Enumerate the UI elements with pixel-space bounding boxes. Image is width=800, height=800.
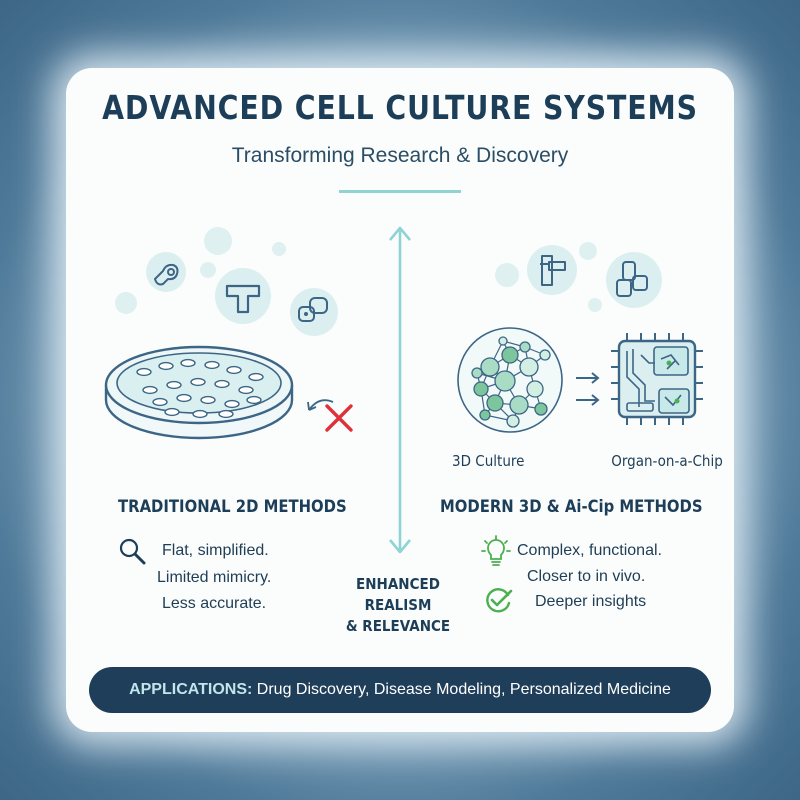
applications-label: APPLICATIONS: — [129, 681, 253, 698]
left-point: Flat, simplified. — [162, 542, 269, 559]
lightbulb-icon — [481, 535, 511, 566]
right-point: Complex, functional. — [517, 542, 662, 559]
cell-dot — [192, 409, 208, 419]
spheroid-cell — [494, 370, 516, 392]
magnifier-icon — [119, 538, 146, 565]
t-shape-icon — [225, 284, 261, 314]
cell-dot — [152, 397, 168, 407]
stacked-blocks-icon — [616, 261, 648, 297]
cell-cluster-icon — [457, 327, 563, 433]
chip-caption: Organ-on-a-Chip — [611, 452, 723, 470]
spheroid-cell — [519, 357, 539, 377]
spheroid-cell — [473, 381, 489, 397]
flow-arrows-icon — [576, 372, 600, 406]
spheroid-cell — [539, 349, 551, 361]
decor-bubble — [204, 227, 232, 255]
cell-dot — [164, 407, 180, 417]
cell-dot — [214, 379, 230, 389]
decor-bubble — [588, 298, 602, 312]
spheroid-cell — [509, 395, 529, 415]
right-point: Closer to in vivo. — [527, 568, 646, 585]
petri-dish-icon — [104, 345, 294, 440]
spheroid-cell — [534, 402, 548, 416]
right-point: Deeper insights — [535, 593, 647, 610]
title-divider — [339, 190, 461, 193]
cross-mark-icon — [307, 399, 353, 432]
cell-dot — [166, 380, 182, 390]
3d-culture-caption: 3D Culture — [452, 452, 525, 470]
spheroid-cell — [480, 357, 500, 377]
center-label-line: ENHANCED — [356, 575, 440, 593]
page-subtitle: Transforming Research & Discovery — [231, 144, 569, 167]
decor-bubble — [495, 263, 519, 287]
check-circle-icon — [486, 588, 513, 613]
cell-dot — [136, 367, 152, 377]
right-heading: MODERN 3D & Ai-Cip METHODS — [440, 497, 703, 516]
center-label: ENHANCED REALISM & RELEVANCE — [340, 574, 457, 637]
cell-dot — [190, 377, 206, 387]
cell-dot — [226, 365, 242, 375]
cell-dot — [200, 395, 216, 405]
applications-list: Drug Discovery, Disease Modeling, Person… — [252, 681, 671, 698]
cell-dot — [224, 399, 240, 409]
cell-dot — [176, 393, 192, 403]
cell-dot — [180, 358, 196, 368]
spheroid-cell — [486, 394, 504, 412]
decor-bubble — [115, 292, 137, 314]
center-label-line: REALISM — [364, 596, 432, 614]
cell-dot — [246, 395, 262, 405]
left-heading: TRADITIONAL 2D METHODS — [118, 497, 347, 516]
spheroid-cell — [501, 346, 519, 364]
decor-bubble — [272, 242, 286, 256]
icon-ring — [215, 268, 271, 324]
left-point: Limited mimicry. — [157, 569, 272, 586]
cell-dot — [142, 385, 158, 395]
double-arrow-icon — [389, 226, 411, 554]
cell-dot — [248, 372, 264, 382]
cell-dot — [218, 409, 234, 419]
decor-bubble — [579, 242, 597, 260]
grid-cell-icon — [540, 255, 566, 286]
page-title: ADVANCED CELL CULTURE SYSTEMS — [102, 88, 698, 127]
left-point: Less accurate. — [162, 595, 267, 612]
spheroid-cell — [519, 341, 531, 353]
chip-icon — [611, 333, 703, 425]
spheroid-cell — [479, 409, 491, 421]
spheroid-cell — [526, 380, 544, 398]
icon-ring — [146, 252, 186, 292]
cell-dot — [238, 385, 254, 395]
applications-banner: APPLICATIONS: Drug Discovery, Disease Mo… — [89, 667, 711, 713]
linked-cells-icon — [298, 297, 328, 322]
spheroid-cell — [506, 414, 520, 428]
cell-dot — [204, 360, 220, 370]
spheroid-cell — [471, 367, 483, 379]
cell-dot — [158, 361, 174, 371]
decor-bubble — [200, 262, 216, 278]
spheroid-cell — [498, 336, 508, 346]
cell-fragment-icon — [153, 263, 179, 286]
center-label-line: & RELEVANCE — [345, 617, 451, 635]
